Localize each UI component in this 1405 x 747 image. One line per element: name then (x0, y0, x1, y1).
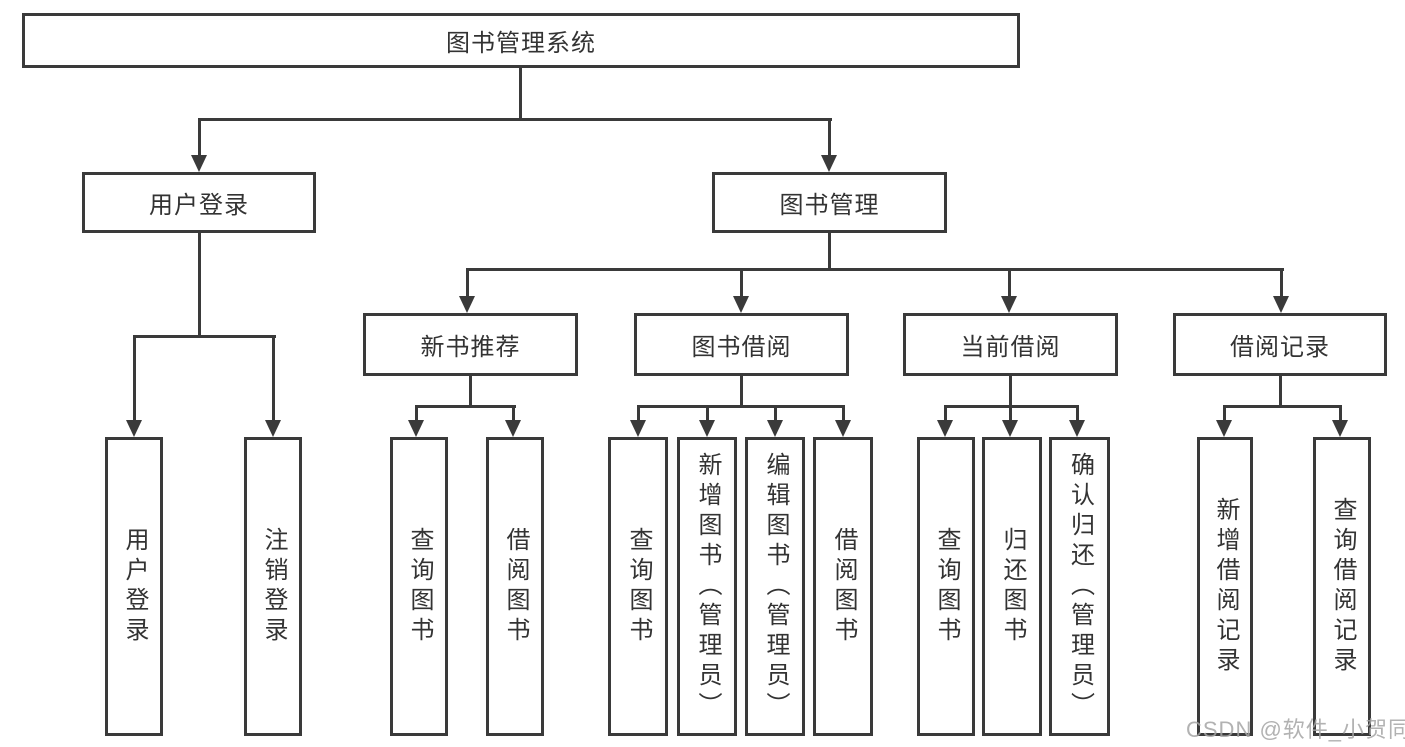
connector-line (415, 405, 516, 408)
arrowhead-icon (1332, 420, 1348, 437)
node-current-borrowing: 当前借阅 (903, 313, 1118, 376)
connector-line (740, 376, 743, 408)
node-label: 查询借阅记录 (1329, 496, 1356, 677)
node-edit-books-admin: 编辑图书（管理员） (745, 437, 805, 736)
connector-line (519, 68, 522, 121)
node-add-books-admin: 新增图书（管理员） (677, 437, 737, 736)
arrowhead-icon (1002, 420, 1018, 437)
arrowhead-icon (835, 420, 851, 437)
node-label: 新增借阅记录 (1212, 496, 1239, 677)
node-new-book-recommend: 新书推荐 (363, 313, 578, 376)
node-query-books-recommend: 查询图书 (390, 437, 448, 736)
node-label: 编辑图书（管理员） (762, 451, 789, 722)
node-book-management: 图书管理 (712, 172, 947, 233)
connector-line (133, 335, 136, 421)
node-label: 借阅图书 (830, 526, 857, 647)
arrowhead-icon (505, 420, 521, 437)
connector-line (828, 233, 831, 271)
connector-line (198, 233, 201, 337)
node-label: 归还图书 (999, 526, 1026, 647)
connector-line (842, 405, 845, 422)
node-library-management-system: 图书管理系统 (22, 13, 1020, 68)
connector-line (1008, 268, 1011, 298)
connector-line (133, 335, 276, 338)
node-label: 图书借阅 (691, 334, 792, 361)
arrowhead-icon (1001, 296, 1017, 313)
connector-line (272, 335, 275, 421)
connector-line (512, 405, 515, 422)
node-label: 查询图书 (406, 526, 433, 647)
arrowhead-icon (937, 420, 953, 437)
connector-line (774, 405, 777, 422)
connector-line (466, 268, 1284, 271)
node-borrow-books: 借阅图书 (813, 437, 873, 736)
node-borrow-books-recommend: 借阅图书 (486, 437, 544, 736)
node-label: 用户登录 (149, 192, 249, 219)
node-add-borrow-record: 新增借阅记录 (1197, 437, 1253, 736)
node-label: 注销登录 (260, 526, 287, 647)
node-label: 查询图书 (933, 526, 960, 647)
connector-line (944, 405, 947, 422)
connector-line (1339, 405, 1342, 422)
arrowhead-icon (1273, 296, 1289, 313)
connector-line (1279, 376, 1282, 408)
node-label: 确认归还（管理员） (1066, 451, 1094, 722)
connector-line (198, 118, 201, 156)
node-user-login: 用户登录 (82, 172, 316, 233)
node-label: 借阅图书 (502, 526, 529, 647)
node-borrowing-records: 借阅记录 (1173, 313, 1387, 376)
connector-line (1223, 405, 1342, 408)
node-label: 借阅记录 (1230, 334, 1330, 361)
node-query-borrow-record: 查询借阅记录 (1313, 437, 1371, 736)
arrowhead-icon (408, 420, 424, 437)
node-label: 图书管理 (779, 192, 880, 219)
arrowhead-icon (821, 155, 837, 172)
connector-line (828, 118, 831, 156)
connector-line (637, 405, 845, 408)
node-label: 用户登录 (121, 526, 148, 647)
node-return-books: 归还图书 (982, 437, 1042, 736)
arrowhead-icon (699, 420, 715, 437)
connector-line (469, 376, 472, 408)
arrowhead-icon (191, 155, 207, 172)
arrowhead-icon (1069, 420, 1085, 437)
arrowhead-icon (265, 420, 281, 437)
arrowhead-icon (733, 296, 749, 313)
connector-line (1076, 405, 1079, 422)
connector-line (740, 268, 743, 298)
node-query-books-borrowing: 查询图书 (608, 437, 668, 736)
connector-line (1223, 405, 1226, 422)
node-query-books-current: 查询图书 (917, 437, 975, 736)
connector-line (706, 405, 709, 422)
connector-line (466, 268, 469, 298)
node-label: 图书管理系统 (446, 30, 596, 57)
connector-line (1280, 268, 1283, 298)
connector-line (1009, 376, 1012, 408)
node-user-login-action: 用户登录 (105, 437, 163, 736)
arrowhead-icon (1216, 420, 1232, 437)
arrowhead-icon (630, 420, 646, 437)
arrowhead-icon (767, 420, 783, 437)
arrowhead-icon (459, 296, 475, 313)
node-label: 新书推荐 (420, 334, 521, 361)
node-book-borrowing: 图书借阅 (634, 313, 849, 376)
arrowhead-icon (126, 420, 142, 437)
csdn-watermark: CSDN @软件_小贺同学 (1186, 717, 1405, 742)
node-label: 新增图书（管理员） (694, 451, 721, 722)
connector-line (415, 405, 418, 422)
connector-line (198, 118, 832, 121)
node-confirm-return-admin: 确认归还（管理员） (1049, 437, 1110, 736)
node-logout-action: 注销登录 (244, 437, 302, 736)
connector-line (637, 405, 640, 422)
node-label: 当前借阅 (960, 334, 1061, 361)
connector-line (1009, 405, 1012, 422)
node-label: 查询图书 (625, 526, 652, 647)
